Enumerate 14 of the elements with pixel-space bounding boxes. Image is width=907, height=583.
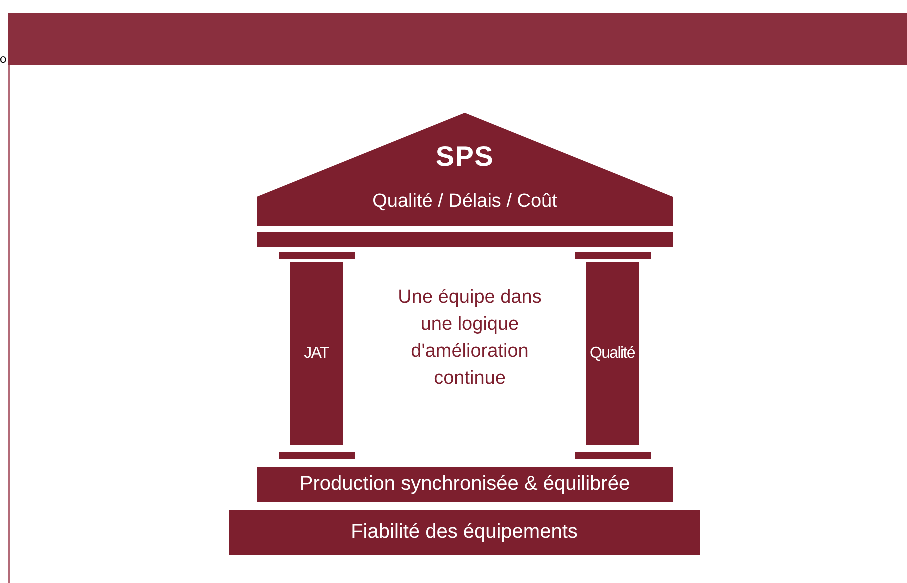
center-text: Une équipe dans une logique d'amélioration continue <box>397 286 543 391</box>
pillar <box>586 262 639 445</box>
roof-subtitle: Qualité / Délais / Coût <box>372 192 558 211</box>
band-label: Production synchronisée & équilibrée <box>300 472 630 497</box>
pillar-label: Qualité <box>590 344 636 364</box>
architrave-bar <box>257 232 673 247</box>
pillar-label: JAT <box>304 344 329 364</box>
band-label: Fiabilité des équipements <box>351 520 578 545</box>
temple-roof <box>257 113 673 226</box>
text-fragment: o <box>0 53 8 65</box>
pillar <box>290 262 343 445</box>
foundation-band <box>257 467 673 502</box>
foundation-band <box>229 510 700 555</box>
roof-title: SPS <box>434 143 496 171</box>
